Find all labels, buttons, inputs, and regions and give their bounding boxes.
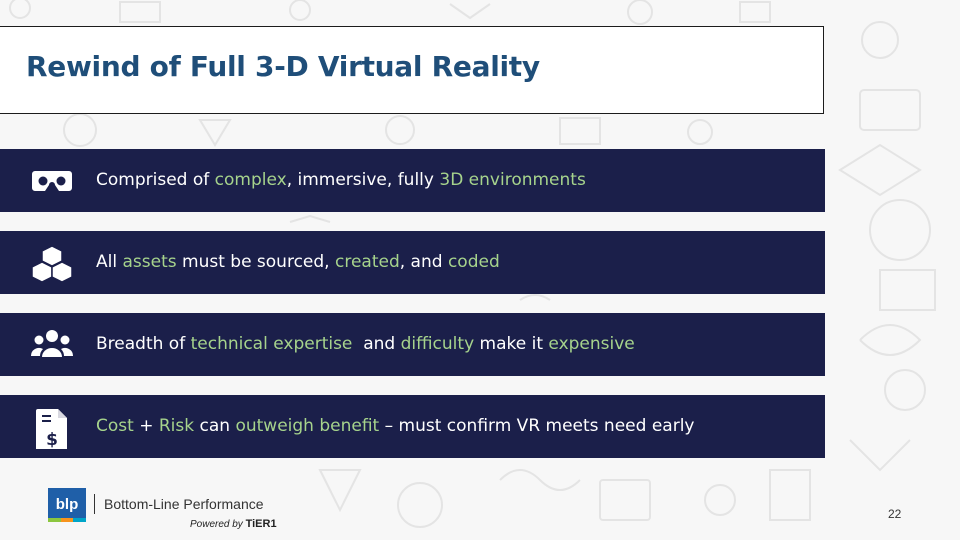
bullet-band-2: All assets must be sourced, created, and… <box>0 231 825 294</box>
highlighted-text: outweigh benefit <box>235 416 380 436</box>
text-run: , immersive, fully <box>286 170 440 190</box>
highlighted-text: complex <box>214 170 287 190</box>
bullet-text-2: All assets must be sourced, created, and… <box>96 231 500 294</box>
highlighted-text: technical expertise <box>190 334 353 354</box>
bullet-band-1: Comprised of complex, immersive, fully 3… <box>0 149 825 212</box>
invoice-dollar-icon: $ <box>36 409 67 449</box>
title-box <box>0 26 824 114</box>
highlighted-text: Cost <box>96 416 134 436</box>
highlighted-text: expensive <box>548 334 635 354</box>
svg-text:$: $ <box>46 430 58 449</box>
text-run: must be sourced, <box>176 252 335 272</box>
text-run: – must confirm VR meets need early <box>379 416 695 436</box>
text-run: can <box>194 416 236 436</box>
slide-title: Rewind of Full 3-D Virtual Reality <box>26 50 540 83</box>
bullet-text-3: Breadth of technical expertise and diffi… <box>96 313 635 376</box>
users-icon <box>31 330 73 357</box>
text-run: Comprised of <box>96 170 215 190</box>
bullet-band-4: $ Cost + Risk can outweigh benefit – mus… <box>0 395 825 458</box>
powered-by-text: Powered by <box>190 519 246 530</box>
logo-letters: blp <box>56 496 79 513</box>
tier1-brand: TiER1 <box>245 518 277 530</box>
cubes-icon <box>31 245 73 282</box>
highlighted-text: assets <box>122 252 177 272</box>
highlighted-text: difficulty <box>400 334 475 354</box>
text-run: + <box>133 416 159 436</box>
highlighted-text: 3D environments <box>439 170 586 190</box>
text-run: All <box>96 252 123 272</box>
vr-headset-icon <box>32 171 72 191</box>
highlighted-text: Risk <box>158 416 195 436</box>
powered-by-label: Powered by TiER1 <box>190 518 277 530</box>
page-number: 22 <box>888 507 902 521</box>
text-run: and <box>352 334 401 354</box>
text-run: Breadth of <box>96 334 191 354</box>
blp-logo: blp <box>48 488 86 522</box>
bullet-band-3: Breadth of technical expertise and diffi… <box>0 313 825 376</box>
company-name: Bottom-Line Performance <box>104 496 264 512</box>
bullet-text-1: Comprised of complex, immersive, fully 3… <box>96 149 586 212</box>
logo-divider <box>94 494 95 514</box>
highlighted-text: coded <box>447 252 500 272</box>
text-run: make it <box>474 334 549 354</box>
bullet-text-4: Cost + Risk can outweigh benefit – must … <box>96 395 694 458</box>
highlighted-text: created <box>334 252 400 272</box>
text-run: , and <box>399 252 448 272</box>
